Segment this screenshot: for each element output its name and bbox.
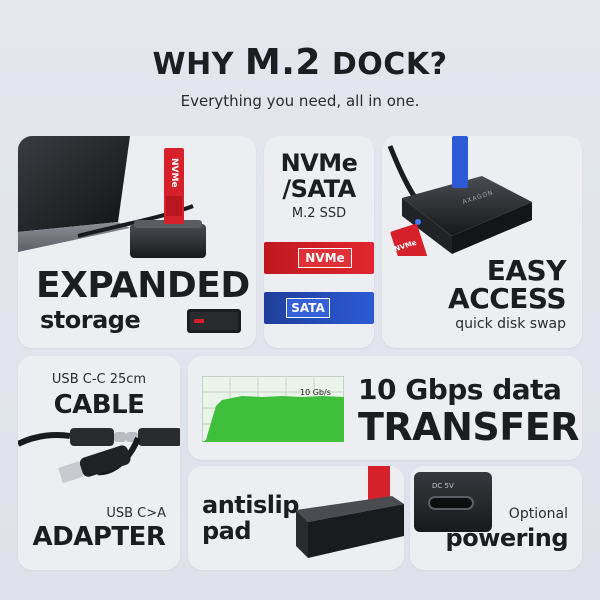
- title-prefix: WHY: [152, 47, 234, 82]
- graph-speed-label: 10 Gb/s: [300, 388, 331, 397]
- pad-heading: pad: [202, 517, 252, 545]
- ssd-chip: [166, 196, 182, 216]
- laptop-screen: [18, 136, 130, 232]
- cable-adapter-card: USB C-C 25cm CABLE USB C>A ADAPTER: [18, 356, 180, 570]
- easy-heading: EASY: [486, 254, 567, 287]
- dock-swap-illustration: [387, 136, 532, 256]
- transfer-heading: TRANSFER: [358, 405, 579, 449]
- page-title: WHY M.2 DOCK?: [0, 42, 600, 83]
- expanded-subtitle: storage: [40, 306, 141, 334]
- antislip-card: antislip pad: [188, 466, 404, 570]
- page-subtitle: Everything you need, all in one.: [180, 92, 420, 110]
- dock-side-face: [308, 504, 404, 558]
- usbc-tip-left: [114, 432, 126, 442]
- transfer-speed: 10 Gbps data: [358, 373, 562, 406]
- dock-front: [402, 198, 452, 254]
- access-heading: ACCESS: [448, 282, 566, 315]
- dock-side: [452, 202, 532, 254]
- sata-stick-label: SATA: [286, 298, 330, 318]
- nvme-sata-card: NVMe /SATA M.2 SSD NVMe SATA: [264, 136, 374, 348]
- title-highlight: M.2: [244, 42, 321, 83]
- optional-label: Optional: [508, 506, 568, 522]
- easy-subtitle: quick disk swap: [455, 316, 566, 332]
- ssd-red-top: [368, 466, 390, 500]
- powering-heading: powering: [445, 524, 569, 552]
- hard-drive-icon: [187, 309, 241, 333]
- ssd-label: NVMe: [169, 158, 179, 188]
- dock-front-face: [296, 510, 308, 558]
- led-indicator: [415, 219, 421, 225]
- nvme-stick-label: NVMe: [298, 248, 352, 268]
- m2-ssd-label: M.2 SSD: [291, 206, 347, 221]
- throughput-area: [202, 396, 344, 442]
- easy-access-card: AXAGON NVMe EASY ACCESS quick disk swap: [382, 136, 582, 348]
- adapter-body: [79, 445, 131, 477]
- ssd-blue-inserted: [452, 136, 468, 188]
- antislip-heading: antislip: [202, 491, 299, 519]
- transfer-card: 10 Gb/s 10 Gbps data TRANSFER: [188, 356, 582, 460]
- cable-left: [18, 432, 71, 447]
- powering-card: DC 5V Optional powering: [410, 466, 582, 570]
- usbc-plug-left: [70, 428, 114, 446]
- sata-heading: /SATA: [282, 175, 356, 203]
- title-suffix: DOCK?: [331, 47, 448, 82]
- dock-pad-illustration: [296, 466, 404, 558]
- cable-heading: CABLE: [53, 390, 145, 420]
- port-label: DC 5V: [432, 482, 454, 490]
- nvme-heading: NVMe: [280, 149, 358, 177]
- ssd-red-loose: [390, 223, 430, 256]
- dock-body: [402, 176, 532, 236]
- transfer-speed-graph: [202, 376, 344, 442]
- dock-top-face: [296, 496, 404, 522]
- adapter-heading: ADAPTER: [32, 522, 166, 552]
- usbc-plug-right: [138, 428, 180, 446]
- adapter-spec: USB C>A: [106, 506, 166, 521]
- usb-cable-illustration: [18, 428, 180, 483]
- usba-plug: [58, 461, 84, 483]
- dock-body: [130, 224, 206, 258]
- cable-spec: USB C-C 25cm: [51, 372, 147, 387]
- expanded-title: EXPANDED: [36, 265, 250, 306]
- laptop-dock-illustration: [18, 136, 206, 258]
- expanded-storage-card: NVMe EXPANDED storage: [18, 136, 256, 348]
- usbc-port: [428, 496, 474, 510]
